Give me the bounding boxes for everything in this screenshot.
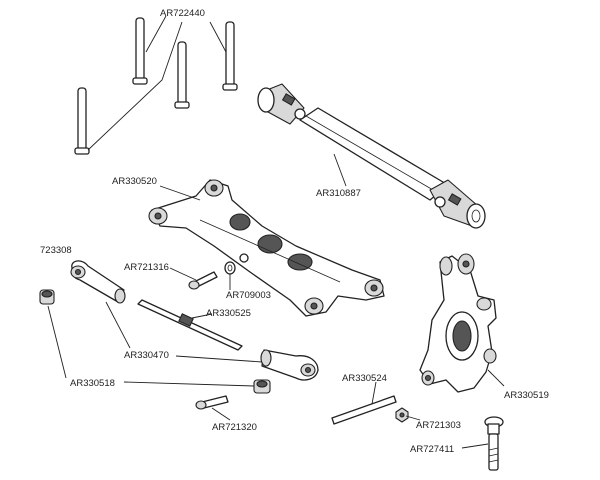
label-ar330519: AR330519 [504, 390, 549, 401]
ball-stud-1[interactable] [39, 289, 55, 305]
hinge-pin-4[interactable] [74, 87, 90, 155]
nut-ar721303[interactable] [395, 407, 409, 423]
label-ar721320: AR721320 [212, 422, 257, 433]
hinge-pin-2[interactable] [222, 21, 238, 91]
turnbuckle-rod[interactable] [137, 299, 243, 351]
pin-ar330524[interactable] [331, 395, 397, 425]
driveshaft[interactable] [257, 83, 486, 229]
label-ar330520: AR330520 [112, 176, 157, 187]
label-ar721303: AR721303 [416, 420, 461, 431]
label-ar330470: AR330470 [124, 350, 169, 361]
steering-block[interactable] [419, 253, 497, 393]
leader-lines [47, 15, 505, 449]
ball-stud-2[interactable] [253, 379, 271, 394]
label-ar727411: AR727411 [410, 444, 454, 455]
hinge-pin-1[interactable] [132, 17, 148, 85]
part-labels: AR722440 AR310887 AR330520 723308 AR7213… [40, 8, 549, 455]
label-ar330525: AR330525 [206, 308, 251, 319]
bolt-ar727411[interactable] [484, 416, 504, 471]
screw-ar721316[interactable] [188, 271, 218, 290]
hinge-pin-3[interactable] [174, 41, 190, 109]
label-ar330518: AR330518 [70, 378, 115, 389]
label-ar709003: AR709003 [226, 290, 271, 301]
label-ar723308: 723308 [40, 245, 72, 256]
rod-end-short[interactable] [260, 349, 319, 381]
label-ar721316: AR721316 [124, 262, 169, 273]
label-ar722440: AR722440 [160, 8, 205, 19]
rod-end-long[interactable] [70, 260, 126, 304]
screw-ar721320[interactable] [195, 395, 229, 410]
washer-ar709003[interactable] [224, 261, 236, 275]
label-ar310887: AR310887 [316, 188, 361, 199]
label-ar330524: AR330524 [342, 373, 387, 384]
lower-suspension-arm[interactable] [148, 179, 385, 317]
